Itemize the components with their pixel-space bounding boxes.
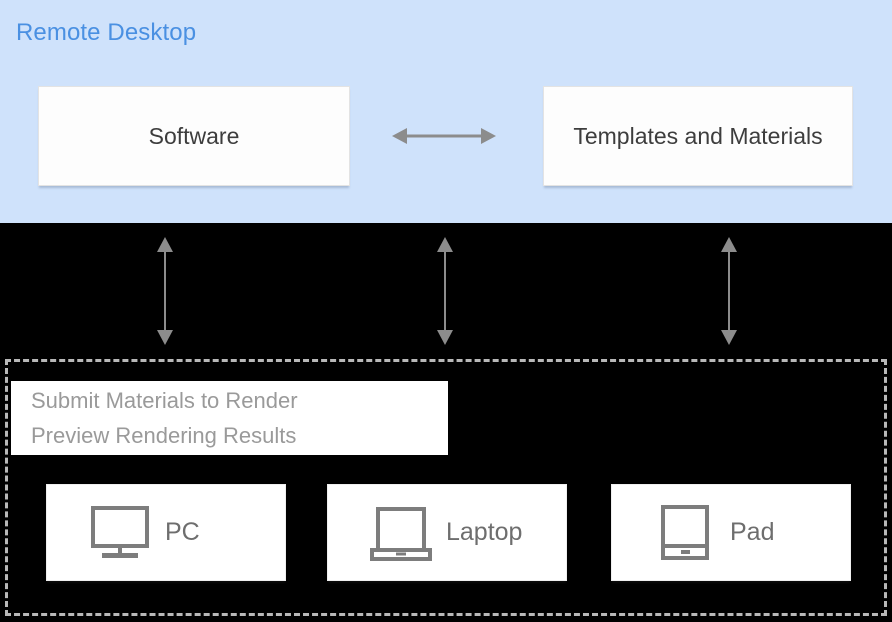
device-label-pad: Pad — [730, 518, 775, 546]
card-templates-label: Templates and Materials — [573, 122, 823, 149]
card-templates-and-materials[interactable]: Templates and Materials — [543, 86, 853, 186]
device-card-laptop[interactable]: Laptop — [327, 484, 567, 581]
laptop-icon — [370, 505, 432, 561]
sync-band — [0, 223, 892, 360]
bidirectional-arrow-laptop-icon — [430, 236, 460, 346]
bidirectional-arrow-pad-icon — [714, 236, 744, 346]
device-card-pad[interactable]: Pad — [611, 484, 851, 581]
bidirectional-arrow-icon — [390, 118, 498, 154]
remote-desktop-panel: Remote Desktop Software Templates and Ma… — [0, 0, 892, 223]
desktop-monitor-icon — [89, 505, 151, 561]
page-title: Remote Desktop — [16, 19, 197, 46]
action-list: Submit Materials to Render Preview Rende… — [11, 381, 448, 455]
action-preview-rendering[interactable]: Preview Rendering Results — [31, 423, 297, 448]
tablet-icon — [654, 504, 716, 561]
device-label-pc: PC — [165, 518, 200, 546]
card-software[interactable]: Software — [38, 86, 350, 186]
device-card-pc[interactable]: PC — [46, 484, 286, 581]
bidirectional-arrow-pc-icon — [150, 236, 180, 346]
client-region: Submit Materials to Render Preview Rende… — [5, 359, 887, 616]
device-label-laptop: Laptop — [446, 518, 523, 546]
action-submit-materials[interactable]: Submit Materials to Render — [31, 388, 298, 413]
card-software-label: Software — [148, 122, 240, 149]
